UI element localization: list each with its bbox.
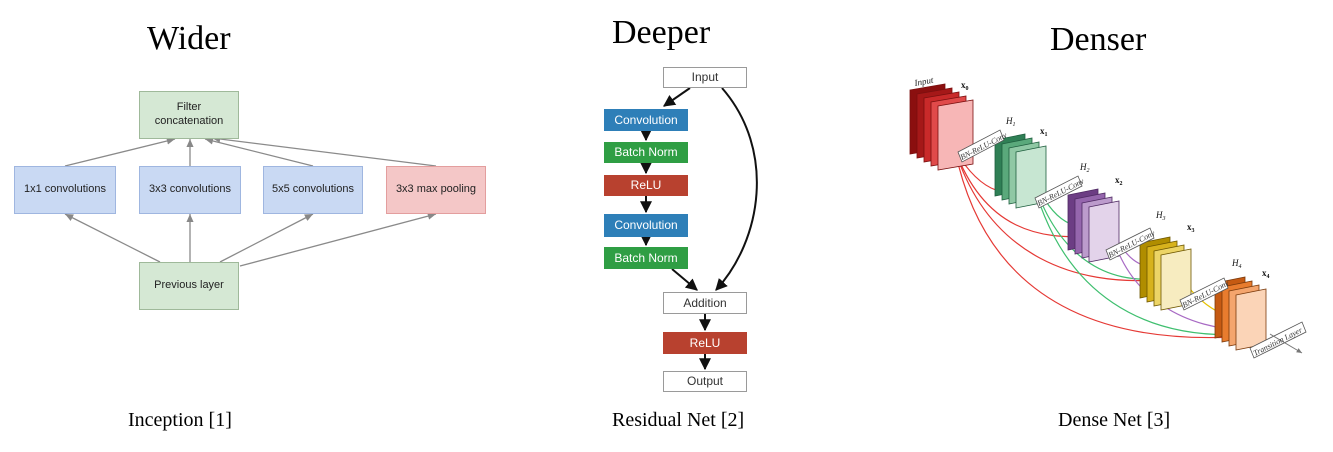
inc-edge-5x5-concat [204, 137, 314, 167]
res-addition: Addition [663, 292, 747, 314]
res-input: Input [663, 67, 747, 88]
dn-input-label: Input [913, 75, 935, 88]
dn-block-0 [909, 83, 974, 171]
inc-edge-pool-concat [211, 135, 437, 167]
dn-skip-red-3 [954, 149, 1156, 282]
inc-edge-prev-1x1 [64, 213, 161, 263]
res-batch-norm-1: Batch Norm [604, 142, 688, 163]
res-convolution-1: Convolution [604, 109, 688, 131]
res-edge-input-conv1 [663, 87, 691, 107]
caption-residual: Residual Net [2] [612, 409, 745, 431]
dn-h4: H4 [1231, 258, 1242, 270]
dn-h3: H3 [1155, 210, 1166, 222]
dn-block-3 [1139, 236, 1192, 311]
dn-block-4 [1214, 276, 1267, 351]
inc-previous-layer: Previous layer [139, 262, 239, 310]
dn-x0: x0 [961, 80, 969, 92]
dn-x2: x2 [1115, 175, 1123, 187]
heading-denser: Denser [1050, 21, 1147, 58]
dn-bn-box-3 [1105, 227, 1155, 261]
dn-h1: H1 [1005, 116, 1016, 128]
dn-h2: H2 [1079, 162, 1090, 174]
heading-deeper: Deeper [612, 14, 711, 51]
dn-transition-box [1249, 321, 1307, 359]
caption-dense: Dense Net [3] [1058, 409, 1171, 431]
heading-wider: Wider [147, 20, 231, 57]
dn-x1: x1 [1040, 126, 1048, 138]
dn-x4: x4 [1262, 268, 1270, 280]
dn-x3: x3 [1187, 222, 1195, 234]
res-edge-bn2-addition [671, 268, 698, 291]
inc-max-pooling: 3x3 max pooling [386, 166, 486, 214]
dn-bn-box-1 [957, 129, 1005, 163]
dn-bn-box-2 [1034, 175, 1083, 209]
dn-transition-arrow [1269, 333, 1303, 354]
res-convolution-2: Convolution [604, 214, 688, 237]
dn-block-2 [1067, 188, 1120, 263]
inc-conv-5x5: 5x5 convolutions [263, 166, 363, 214]
dn-skip-green-3 [1029, 169, 1246, 336]
dn-bn-box-4 [1179, 277, 1229, 311]
inc-edge-prev-pool [239, 212, 437, 267]
inc-edge-prev-5x5 [219, 213, 314, 263]
res-relu-2: ReLU [663, 332, 747, 354]
res-output: Output [663, 371, 747, 392]
res-batch-norm-2: Batch Norm [604, 247, 688, 269]
inc-conv-1x1: 1x1 convolutions [14, 166, 116, 214]
res-relu-1: ReLU [604, 175, 688, 196]
dn-skip-red-4 [954, 149, 1251, 339]
inc-conv-3x3: 3x3 convolutions [139, 166, 241, 214]
inc-edge-1x1-concat [64, 137, 176, 167]
caption-inception: Inception [1] [128, 409, 232, 431]
inc-filter-concat: Filter concatenation [139, 91, 239, 139]
res-edge-skip [715, 87, 758, 291]
